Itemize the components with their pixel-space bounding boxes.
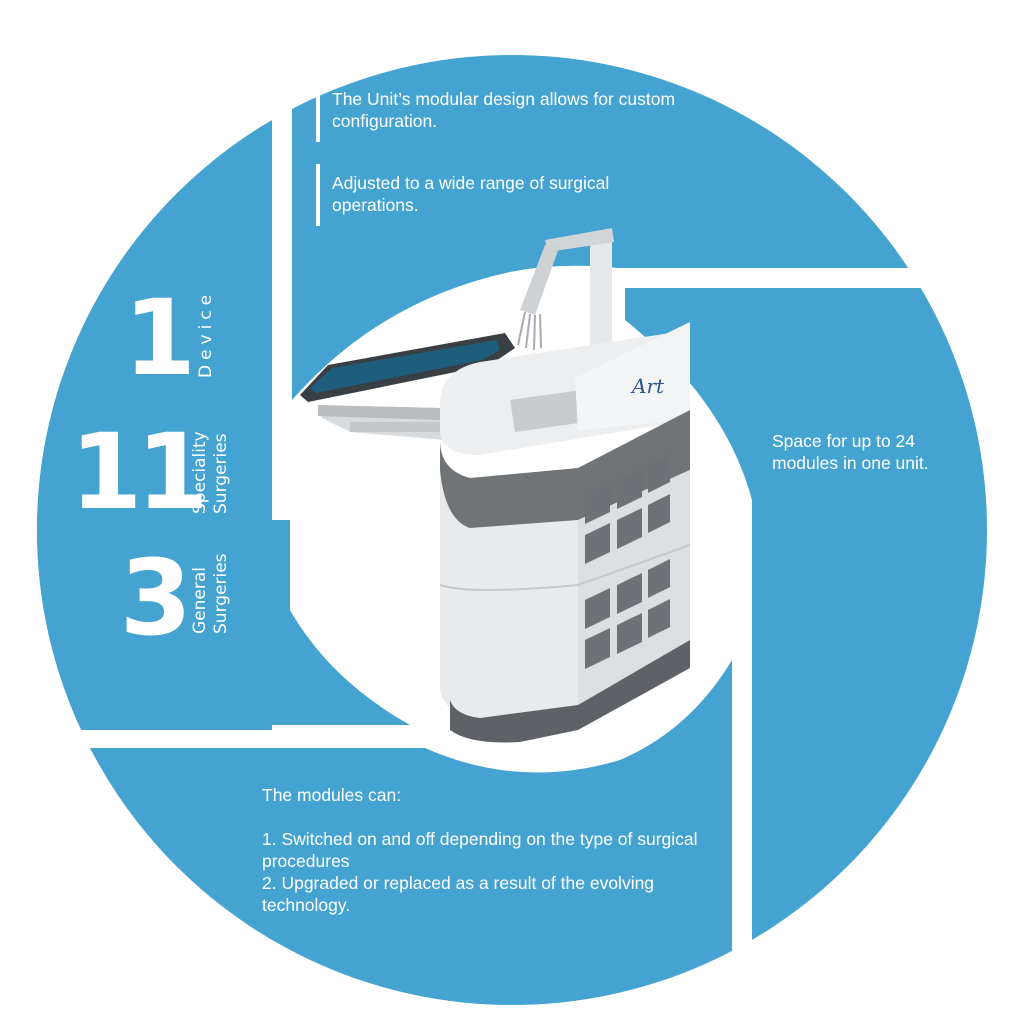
unit-top <box>440 322 690 455</box>
note-modules-heading: The modules can: <box>262 785 402 805</box>
monitor-screen <box>300 333 515 402</box>
note-module-capacity: Space for up to 24 modules in one unit. <box>772 431 929 473</box>
note-modular-design: The Unit’s modular design allows for cus… <box>332 89 676 131</box>
stat-general-number: 3 <box>119 537 192 659</box>
stat-device-number: 1 <box>123 277 196 399</box>
note-modules-item-2: 2. Upgraded or replaced as a result of t… <box>262 873 655 915</box>
stat-device-label: Device <box>196 289 216 378</box>
unit-logo: Art <box>630 374 665 398</box>
stat-speciality-number: 11 <box>70 411 209 533</box>
stat-speciality-label: Speciality Surgeries <box>190 431 231 514</box>
note-surgical-range: Adjusted to a wide range of surgical ope… <box>332 173 610 215</box>
note-modules-item-1: 1. Switched on and off depending on the … <box>262 829 698 871</box>
note-bar <box>316 164 320 226</box>
monitor-arm <box>318 405 445 440</box>
module-windows <box>585 454 670 669</box>
note-bar <box>316 82 320 142</box>
stat-general-label: General Surgeries <box>190 553 231 634</box>
